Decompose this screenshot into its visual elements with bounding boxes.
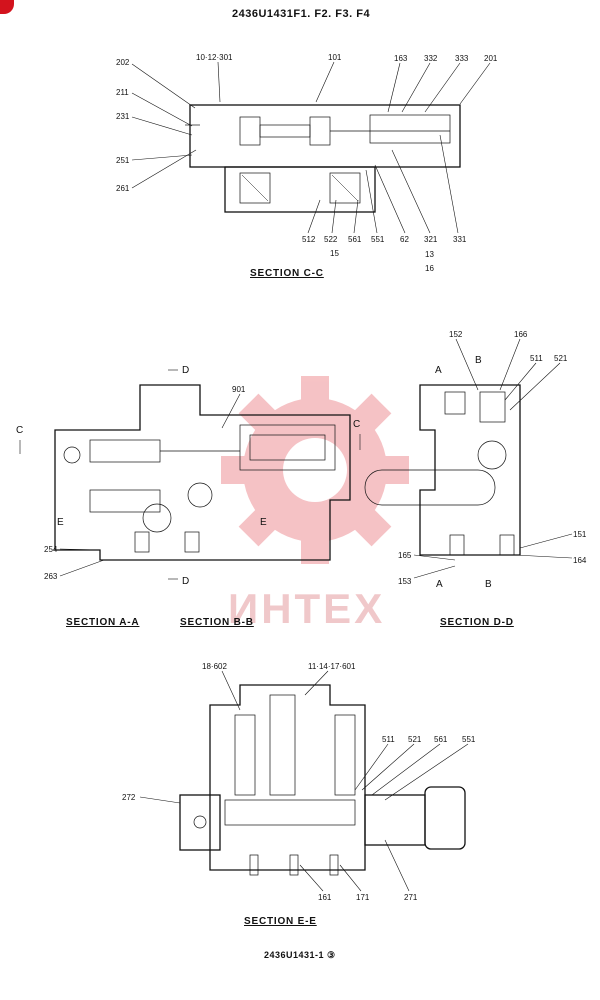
corner-mark-icon xyxy=(0,0,14,14)
drawing-number: 2436U1431-1 ③ xyxy=(264,950,336,960)
cut-marker-d-bottom: D xyxy=(182,576,190,587)
callout-label: 263 xyxy=(44,572,58,581)
callout-label: 151 xyxy=(573,530,587,539)
cut-marker-e-right: E xyxy=(260,517,267,528)
watermark-text: ИНТЕХ xyxy=(228,585,386,632)
callout-label: 521 xyxy=(554,354,568,363)
callout-label: A xyxy=(435,365,442,376)
callout-label: A xyxy=(436,579,443,590)
cut-marker-e-left: E xyxy=(57,517,64,528)
callout-label: 511 xyxy=(530,354,543,363)
callout-label: 16 xyxy=(425,264,434,273)
page-title: 2436U1431F1. F2. F3. F4 xyxy=(232,8,371,20)
callout-label: 254 xyxy=(44,545,58,554)
callout-label: 551 xyxy=(462,735,476,744)
callout-label: 10·12·301 xyxy=(196,53,233,62)
callout-label: 331 xyxy=(453,235,467,244)
section-ee-caption: SECTION E-E xyxy=(244,916,317,927)
callout-label: 521 xyxy=(408,735,422,744)
callout-label: 161 xyxy=(318,893,332,902)
section-dd-caption: SECTION D-D xyxy=(440,617,514,628)
callout-label: 522 xyxy=(324,235,338,244)
callout-label: 261 xyxy=(116,184,130,193)
callout-label: 511 xyxy=(382,735,395,744)
section-ee-drawing xyxy=(179,684,466,876)
section-cc-caption: SECTION C-C xyxy=(250,268,324,279)
callout-label: 211 xyxy=(116,88,129,97)
section-dd-leaders xyxy=(413,338,573,579)
callout-label: 15 xyxy=(330,249,339,258)
callout-label: 153 xyxy=(398,577,412,586)
callout-label: 171 xyxy=(356,893,370,902)
callout-label: 202 xyxy=(116,58,130,67)
cut-marker-c-left: C xyxy=(16,425,24,436)
section-dd-drawing xyxy=(364,384,521,556)
callout-label: 201 xyxy=(484,54,498,63)
callout-label: 321 xyxy=(424,235,438,244)
callout-label: 561 xyxy=(348,235,362,244)
callout-label: 231 xyxy=(116,112,130,121)
callout-label: 101 xyxy=(328,53,342,62)
callout-label: 165 xyxy=(398,551,412,560)
callout-label: 333 xyxy=(455,54,469,63)
callout-label: 152 xyxy=(449,330,463,339)
cut-marker-c-right: C xyxy=(353,419,361,430)
callout-label: 11·14·17·601 xyxy=(308,662,356,671)
callout-label: B xyxy=(485,579,492,590)
callout-label: 163 xyxy=(394,54,408,63)
callout-label: 164 xyxy=(573,556,587,565)
callout-label: 271 xyxy=(404,893,418,902)
callout-label: 561 xyxy=(434,735,448,744)
section-ab-drawing xyxy=(54,384,351,561)
callout-label: 332 xyxy=(424,54,438,63)
callout-label: 251 xyxy=(116,156,130,165)
callout-label: 13 xyxy=(425,250,434,259)
section-bb-caption: SECTION B-B xyxy=(180,617,254,628)
callout-label: 18·602 xyxy=(202,662,227,671)
callout-label: B xyxy=(475,355,482,366)
section-aa-caption: SECTION A-A xyxy=(66,617,140,628)
cut-marker-d-top: D xyxy=(182,365,190,376)
callout-label: 272 xyxy=(122,793,136,802)
callout-label: 551 xyxy=(371,235,385,244)
section-cc-drawing xyxy=(185,104,461,213)
callout-label: 512 xyxy=(302,235,316,244)
callout-label: 901 xyxy=(232,385,246,394)
section-ab-leaders xyxy=(19,369,361,580)
section-cc-leaders xyxy=(131,61,491,234)
callout-label: 166 xyxy=(514,330,528,339)
callout-label: 62 xyxy=(400,235,409,244)
section-ee-leaders xyxy=(139,670,469,892)
